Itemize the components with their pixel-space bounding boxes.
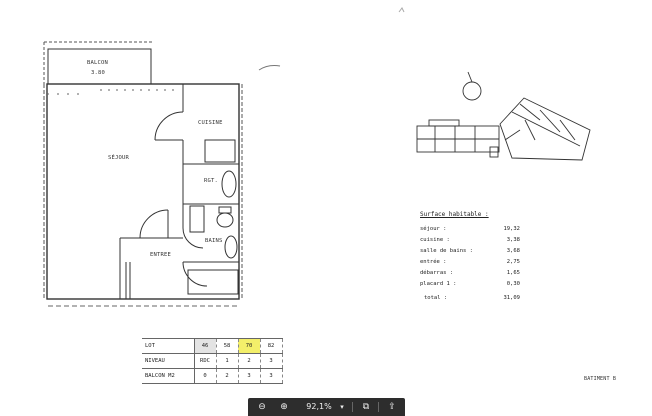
niveau-header: NIVEAU [142, 353, 195, 369]
surface-row-label: cuisine : [420, 237, 450, 243]
surface-row-value: 3,68 [506, 248, 520, 254]
table-cell: RDC [194, 353, 217, 369]
surface-row-label: entrée : [420, 259, 447, 265]
zoom-in-button[interactable]: ⊕ [280, 402, 288, 412]
table-row: NIVEAU RDC 1 2 3 [142, 353, 283, 369]
toolbar-divider [378, 402, 379, 412]
surface-row: placard 1 : 0,30 [420, 281, 530, 291]
balcony-area: 3.80 [91, 70, 106, 76]
lot-table: LOT 46 58 70 82 NIVEAU RDC 1 2 3 BALCON … [142, 338, 283, 384]
lot-header: LOT [142, 338, 195, 354]
surface-habitable-table: Surface habitable : séjour : 19,32 cuisi… [420, 211, 530, 301]
toolbar-divider [352, 402, 353, 412]
zoom-out-button[interactable]: ⊖ [258, 402, 266, 412]
pdf-viewer-toolbar: ⊖ ⊕ 92,1% ▾ ⧉ ⇪ [248, 398, 405, 416]
surface-row-value: 2,75 [506, 259, 520, 265]
table-cell: 82 [260, 338, 283, 354]
surface-row-label: séjour : [420, 226, 447, 232]
pages-icon[interactable]: ⧉ [362, 402, 370, 412]
surface-row: débarras : 1,65 [420, 270, 530, 280]
table-cell: 3 [260, 368, 283, 384]
zoom-level[interactable]: 92,1% [306, 402, 332, 411]
table-cell-highlighted: 70 [238, 338, 261, 354]
surface-row-value: 1,65 [506, 270, 520, 276]
surface-row: entrée : 2,75 [420, 259, 530, 269]
surface-row: séjour : 19,32 [420, 226, 530, 236]
table-cell: 0 [194, 368, 217, 384]
table-cell: 3 [238, 368, 261, 384]
table-cell: 46 [194, 338, 217, 354]
balcony-label: BALCON [87, 60, 109, 66]
room-label-rgt: RGT. [204, 178, 219, 184]
surface-title: Surface habitable : [420, 211, 489, 218]
table-cell: 2 [238, 353, 261, 369]
surface-total-label: total : [424, 295, 448, 301]
table-cell: 2 [216, 368, 239, 384]
table-row: BALCON M2 0 2 3 3 [142, 368, 283, 384]
table-cell: 58 [216, 338, 239, 354]
room-label-entree: ENTREE [150, 252, 172, 258]
surface-row-label: débarras : [420, 270, 454, 276]
surface-row-value: 19,32 [503, 226, 520, 232]
room-label-bains: BAINS [205, 238, 223, 244]
share-icon[interactable]: ⇪ [388, 402, 396, 412]
surface-row: salle de bains : 3,68 [420, 248, 530, 258]
table-cell: 1 [216, 353, 239, 369]
surface-total-row: total : 31,09 [420, 295, 530, 305]
surface-total-value: 31,09 [503, 295, 520, 301]
surface-row-value: 0,30 [506, 281, 520, 287]
table-cell: 3 [260, 353, 283, 369]
surface-row: cuisine : 3,38 [420, 237, 530, 247]
surface-row-value: 3,38 [506, 237, 520, 243]
table-row: LOT 46 58 70 82 [142, 338, 283, 354]
surface-row-label: salle de bains : [420, 248, 473, 254]
surface-row-label: placard 1 : [420, 281, 457, 287]
room-label-cuisine: CUISINE [198, 120, 223, 126]
balcon-header: BALCON M2 [142, 368, 195, 384]
room-label-sejour: SÉJOUR [108, 155, 130, 161]
building-label: BATIMENT B [584, 376, 617, 382]
zoom-dropdown-caret-icon[interactable]: ▾ [340, 403, 344, 411]
